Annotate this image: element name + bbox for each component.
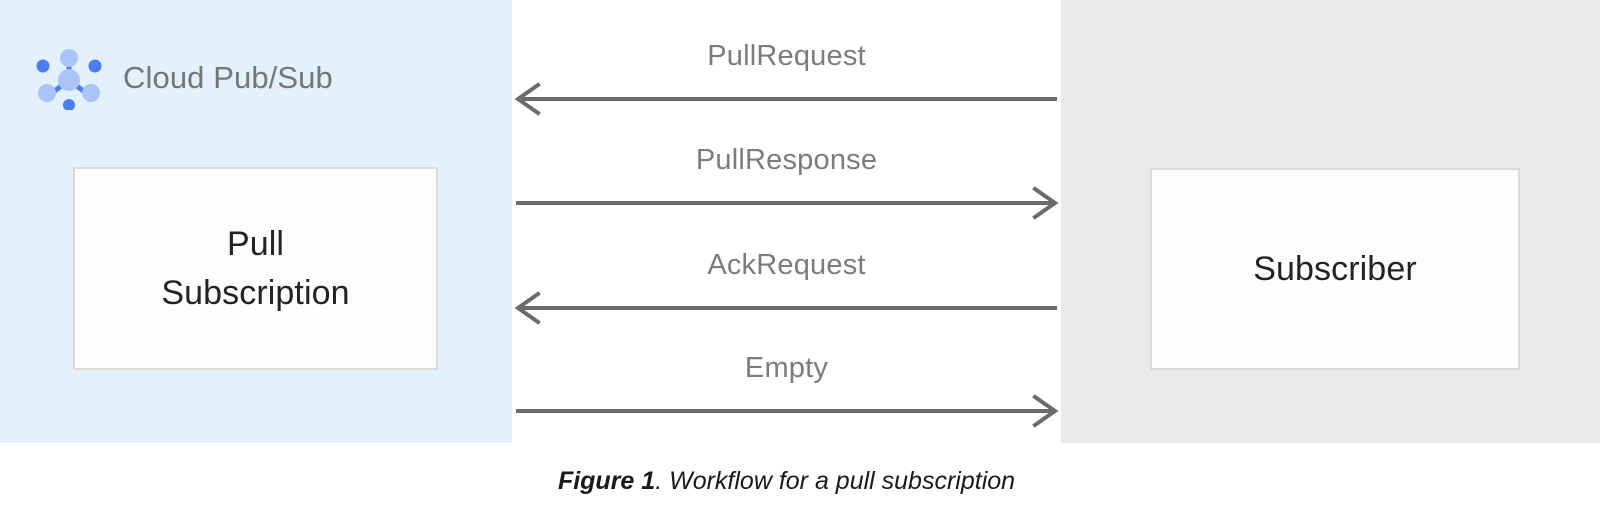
subscriber-panel: Subscriber	[1061, 0, 1600, 443]
message-arrow-right	[516, 394, 1059, 428]
cloud-pubsub-header: Cloud Pub/Sub	[33, 44, 333, 110]
message-arrow-right	[516, 186, 1059, 220]
message-arrow-left	[514, 82, 1057, 116]
cloud-pubsub-panel: Cloud Pub/Sub Pull Subscription	[0, 0, 512, 443]
pull-subscription-label-line2: Subscription	[161, 273, 350, 312]
message-label-ackrequest: AckRequest	[707, 249, 866, 281]
message-label-pullresponse: PullResponse	[695, 144, 878, 176]
figure-caption-number: Figure 1	[557, 467, 656, 495]
cloud-pubsub-icon	[36, 49, 102, 110]
subscriber-node[interactable]: Subscriber	[1150, 168, 1520, 370]
message-row: PullResponse	[512, 146, 1061, 250]
message-label-pullrequest: PullRequest	[707, 40, 866, 72]
subscriber-node-label: Subscriber	[1253, 249, 1417, 288]
figure-caption-separator: .	[655, 467, 670, 495]
message-label-empty: Empty	[744, 352, 829, 384]
pull-subscription-node-label: Pull Subscription	[161, 220, 349, 317]
message-arrow-left	[514, 291, 1057, 325]
pull-subscription-node[interactable]: Pull Subscription	[73, 167, 438, 370]
figure-caption-text: Workflow for a pull subscription	[669, 467, 1016, 495]
message-row: AckRequest	[512, 251, 1061, 355]
pull-subscription-label-line1: Pull	[226, 225, 285, 264]
message-row: Empty	[512, 354, 1061, 458]
figure-caption: Figure 1. Workflow for a pull subscripti…	[512, 466, 1061, 496]
cloud-pubsub-label: Cloud Pub/Sub	[123, 59, 333, 95]
message-row: PullRequest	[512, 42, 1061, 146]
